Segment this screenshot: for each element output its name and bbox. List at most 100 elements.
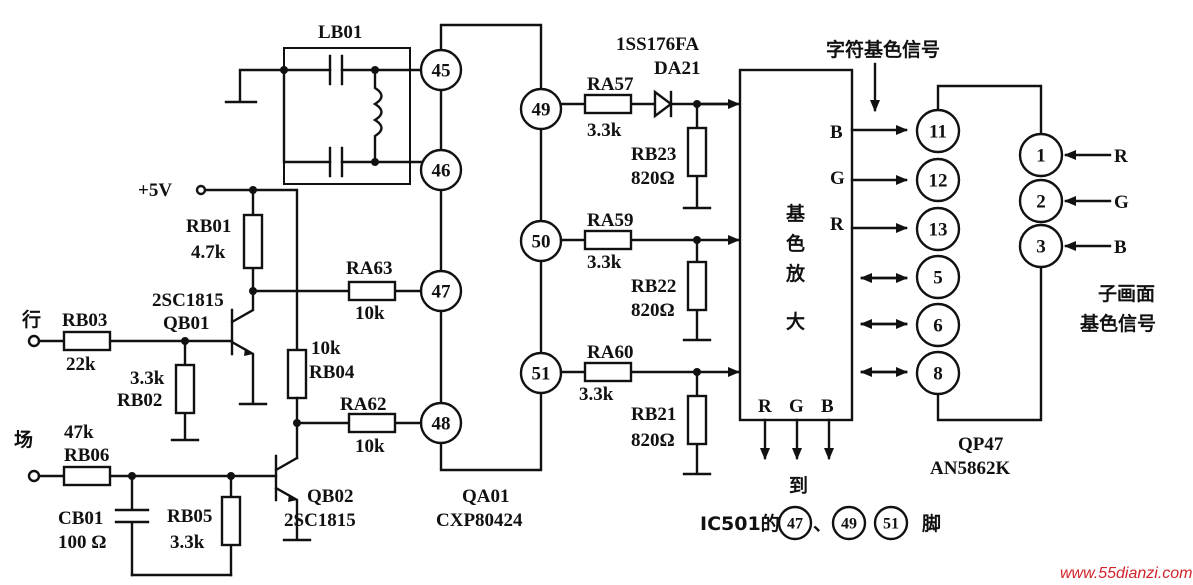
- amp-g-label: G: [830, 168, 845, 189]
- qa01-pins: 45 46 47 48 49 50 51 QA01 CXP80424: [419, 23, 563, 531]
- pin-11-label: 11: [929, 122, 947, 143]
- xing-label: 行: [21, 308, 41, 331]
- pin-13: [915, 206, 961, 252]
- rb02-value: 3.3k: [130, 368, 165, 389]
- pin-45-label: 45: [432, 61, 451, 82]
- qp47-part-label: AN5862K: [930, 458, 1010, 479]
- rb06-label: RB06: [64, 445, 109, 466]
- ra60-label: RA60: [587, 342, 633, 363]
- input-r-label: R: [1114, 146, 1128, 167]
- lb01-label: LB01: [318, 22, 362, 43]
- ic501-note: IC501的 47 、 49 51 脚: [700, 505, 941, 541]
- ra57-resistor: [583, 93, 633, 115]
- pin-1-label: 1: [1036, 146, 1046, 167]
- rb01-label: RB01: [186, 216, 231, 237]
- sub-signal-line1: 子画面: [1098, 283, 1155, 305]
- chang-label: 场: [14, 429, 33, 451]
- rb21-resistor: [686, 394, 708, 446]
- ra59-label: RA59: [587, 210, 633, 231]
- rb03-label: RB03: [62, 310, 107, 331]
- ic501-sep: 、: [813, 513, 832, 535]
- amp-text-4: 大: [786, 310, 805, 333]
- rb22-label: RB22: [631, 276, 676, 297]
- ra63-value: 10k: [355, 303, 385, 324]
- ic501-suffix: 脚: [922, 513, 941, 535]
- ra62-value: 10k: [355, 436, 385, 457]
- input-b-label: B: [1114, 237, 1127, 258]
- pin-2: [1018, 178, 1064, 224]
- ra63-resistor: [347, 280, 397, 302]
- ic501-pin-47: 47: [787, 516, 803, 533]
- rb05-value: 3.3k: [170, 532, 205, 553]
- rb01-value: 4.7k: [191, 242, 226, 263]
- da21-label: DA21: [654, 58, 700, 79]
- qa01-part-label: CXP80424: [436, 510, 523, 531]
- rb01-resistor: [242, 213, 264, 270]
- ic501-prefix: IC501的: [700, 512, 780, 535]
- amp-out-b-label: B: [821, 396, 834, 417]
- ra59-value: 3.3k: [587, 252, 622, 273]
- q1-type-label: 2SC1815: [152, 290, 224, 311]
- rb05-resistor: [220, 495, 242, 547]
- pin-45: [419, 48, 463, 92]
- amp-out-r-label: R: [758, 396, 772, 417]
- rb06-value: 47k: [64, 422, 94, 443]
- amp-text-2: 色: [786, 232, 805, 255]
- qb02-stage: 10k RB04 RA62 10k QB02 2SC1815 场 47k RB0…: [14, 338, 423, 577]
- rgb-lines: 1SS176FA DA21 RA57 3.3k RB23 820Ω RA59 3…: [559, 34, 740, 476]
- amp-out-g-label: G: [789, 396, 804, 417]
- qa01-label: QA01: [462, 486, 510, 507]
- qb01-stage: +5V RB01 4.7k RA63 10k 2SC1815 QB01 行 RB…: [21, 180, 423, 442]
- watermark: www.55dianzi.com: [1060, 565, 1193, 582]
- pin-5: [915, 254, 961, 300]
- pin-48-label: 48: [432, 414, 451, 435]
- rb04-resistor: [286, 348, 308, 400]
- qb01-label: QB01: [163, 313, 209, 334]
- ra57-label: RA57: [587, 74, 634, 95]
- rb21-value: 820Ω: [631, 430, 675, 451]
- rb23-value: 820Ω: [631, 168, 675, 189]
- ra62-resistor: [347, 412, 397, 434]
- pin-1: [1018, 132, 1064, 178]
- pin-6-label: 6: [933, 316, 943, 337]
- ra59-resistor: [583, 229, 633, 251]
- rgb-amplifier: 基 色 放 大 B G R R G B 到 字符基色信号: [738, 38, 940, 497]
- amp-r-label: R: [830, 214, 844, 235]
- rb03-value: 22k: [66, 354, 96, 375]
- pin-51-label: 51: [532, 364, 551, 385]
- dao-label: 到: [789, 475, 808, 497]
- qp47-label: QP47: [958, 434, 1004, 455]
- lb01-filter: LB01: [224, 22, 424, 185]
- rb23-label: RB23: [631, 144, 676, 165]
- pin-49-label: 49: [532, 100, 551, 121]
- ra57-value: 3.3k: [587, 120, 622, 141]
- pin-3: [1018, 223, 1064, 269]
- ic501-pin-49: 49: [841, 516, 857, 533]
- input-g-label: G: [1114, 192, 1129, 213]
- pin-2-label: 2: [1036, 192, 1046, 213]
- pin-8: [915, 350, 961, 396]
- rb22-value: 820Ω: [631, 300, 675, 321]
- qp47-chip: 11 12 13 5 6 8 1 2 3 R G B 子画面 基色信号 QP47…: [915, 84, 1156, 479]
- rb02-resistor: [174, 363, 196, 415]
- cb01-label: CB01: [58, 508, 103, 529]
- pin-6: [915, 302, 961, 348]
- ic501-pin-51: 51: [883, 516, 899, 533]
- rb23-resistor: [686, 126, 708, 178]
- char-signal-label: 字符基色信号: [826, 38, 940, 61]
- pin-11: [915, 108, 961, 154]
- cb01-value: 100 Ω: [58, 532, 106, 553]
- rb04-label: RB04: [309, 362, 355, 383]
- pin-46-label: 46: [432, 161, 451, 182]
- rb21-label: RB21: [631, 404, 676, 425]
- pin-47-label: 47: [432, 282, 452, 303]
- rb02-label: RB02: [117, 390, 162, 411]
- amp-text-3: 放: [785, 262, 806, 285]
- pin-13-label: 13: [929, 220, 948, 241]
- diode-part-label: 1SS176FA: [616, 34, 699, 55]
- ra60-resistor: [583, 361, 633, 383]
- ra60-value: 3.3k: [579, 384, 614, 405]
- ra63-label: RA63: [346, 258, 392, 279]
- pin-12-label: 12: [929, 171, 948, 192]
